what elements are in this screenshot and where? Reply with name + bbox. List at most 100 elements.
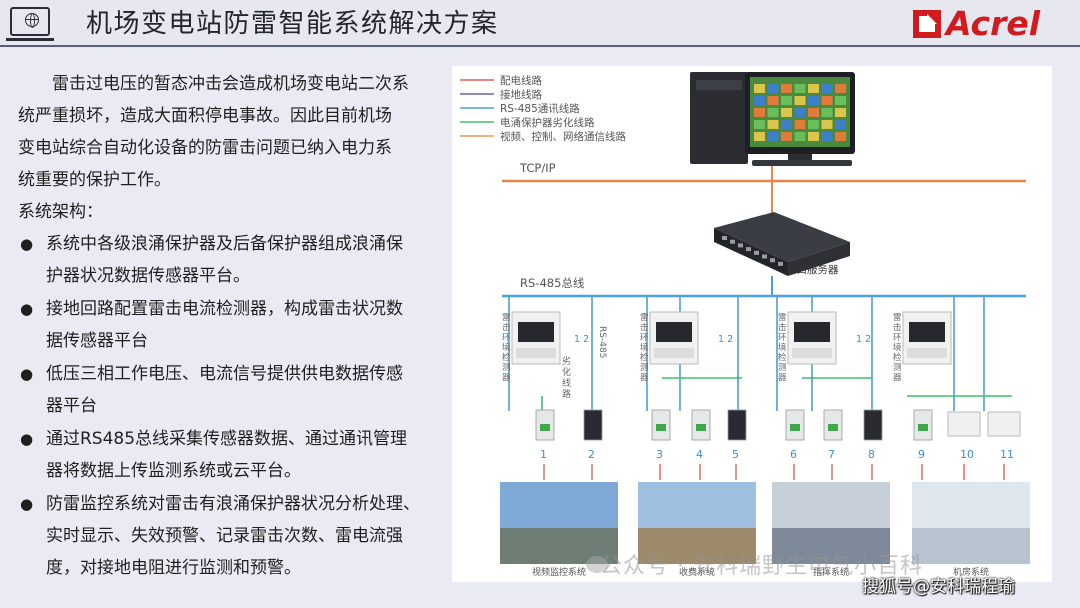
detector-label-char: 雷 (778, 313, 787, 323)
detector-label-char: 检 (640, 352, 649, 363)
device-number: 3 (656, 448, 663, 461)
detector-label-char: 环 (502, 333, 511, 343)
device-number: 10 (960, 448, 974, 461)
screen-tile (767, 96, 779, 105)
detector-screen (518, 322, 554, 342)
terminal-numbers-label: 1 2 (574, 334, 589, 345)
system-photo-ground (638, 528, 756, 564)
device-number: 6 (790, 448, 797, 461)
wechat-icon (586, 556, 608, 573)
content-text: 雷击过电压的暂态冲击会造成机场变电站二次系统严重损坏，造成大面积停电事故。因此目… (18, 68, 438, 585)
legend-label: 配电线路 (500, 74, 542, 87)
intro-line: 统重要的保护工作。 (18, 170, 171, 190)
bullet-line: 护器状况数据传感器平台。 (46, 266, 250, 286)
intro-line: 雷击过电压的暂态冲击会造成机场变电站二次系 (52, 74, 409, 94)
surge-protector (583, 409, 603, 441)
intro-line: 变电站综合自动化设备的防雷击问题已纳入电力系 (18, 138, 392, 158)
terminal-numbers-label: 1 2 (718, 334, 733, 345)
server-port (762, 254, 767, 259)
serial-server-side (788, 242, 850, 276)
sohu-watermark: 搜狐号@安科瑞程瑜 (862, 577, 1015, 597)
detector-label-char: 器 (640, 373, 649, 383)
server-port (770, 258, 775, 263)
screen-tile (835, 132, 846, 141)
spd-indicator (696, 424, 706, 431)
detector-label-char: 器 (893, 373, 902, 383)
surge-protector (727, 409, 747, 441)
degrade-label-char: 路 (562, 388, 571, 400)
screen-tile (754, 96, 765, 105)
photo-caption: 指挥系统 (813, 566, 849, 578)
legend-label: 视频、控制、网络通信线路 (500, 130, 626, 143)
serial-server-top (714, 212, 850, 262)
bullet-line: 接地回路配置雷击电流检测器，构成雷击状况数 (46, 299, 403, 319)
screen-tile (821, 120, 833, 129)
acrel-logo-text: Acrel (946, 4, 1041, 43)
rs485-bus-label: RS-485总线 (520, 276, 585, 290)
server-port (746, 247, 751, 252)
computer-tower (690, 72, 748, 164)
screen-tile (835, 96, 846, 105)
rs485-vertical-label: RS-485 (597, 326, 607, 358)
screen-tile (794, 84, 806, 93)
screen-tile (794, 120, 806, 129)
monitor-unit (987, 411, 1021, 437)
detector-label-char: 雷 (893, 313, 902, 323)
terminal-numbers-label: 1 2 (856, 334, 871, 345)
detector-screen (656, 322, 692, 342)
photo-caption: 机房系统 (953, 566, 989, 578)
detector-label-char: 击 (502, 322, 511, 333)
intro-line: 统严重损坏，造成大面积停电事故。因此目前机场 (18, 106, 392, 126)
device-number: 4 (696, 448, 703, 461)
screen-tile (835, 84, 846, 93)
detector-screen (909, 322, 945, 342)
device-number: 1 (540, 448, 547, 461)
detector-label-char: 测 (893, 363, 902, 373)
section-label: 系统架构： (18, 202, 103, 222)
detector-label-char: 环 (778, 333, 787, 343)
photo-caption: 收费系统 (679, 566, 715, 578)
detector-label-char: 境 (640, 342, 649, 353)
device-number: 5 (732, 448, 739, 461)
legend-label: 接地线路 (500, 88, 542, 101)
spd-indicator (656, 424, 666, 431)
server-port (730, 239, 735, 244)
bullet-line: 度，对接地电阻进行监测和预警。 (46, 558, 301, 578)
screen-tile (808, 96, 819, 105)
keyboard (752, 160, 852, 166)
screen-tile (821, 84, 833, 93)
screen-tile (754, 108, 765, 117)
degrade-label-char: 化 (562, 366, 571, 378)
screen-tile (808, 120, 819, 129)
screen-tile (794, 108, 806, 117)
screen-tile (794, 132, 806, 141)
screen-tile (781, 84, 792, 93)
monitor-unit (947, 411, 981, 437)
bullet-line: 器平台 (46, 396, 97, 416)
detector-label-char: 检 (502, 352, 511, 363)
detector-label-char: 测 (778, 363, 787, 373)
detector-label-char: 器 (778, 373, 787, 383)
spd-indicator (790, 424, 800, 431)
watermark-text: 公众号 · 安科瑞野生电气小百科 (600, 554, 923, 579)
screen-tile (767, 120, 779, 129)
screen-tile (808, 108, 819, 117)
screen-tile (808, 132, 819, 141)
detector-terminal (792, 348, 832, 358)
screen-tile (767, 132, 779, 141)
detector-label-char: 击 (893, 322, 902, 333)
legend-label: RS-485通讯线路 (500, 102, 580, 115)
screen-tile (821, 132, 833, 141)
screen-tile (781, 108, 792, 117)
detector-label-char: 环 (893, 333, 902, 343)
spd-indicator (918, 424, 928, 431)
detector-label-char: 测 (502, 363, 511, 373)
detector-label-char: 环 (640, 333, 649, 343)
detector-label-char: 境 (502, 342, 511, 353)
device-number: 7 (828, 448, 835, 461)
surge-protector (863, 409, 883, 441)
